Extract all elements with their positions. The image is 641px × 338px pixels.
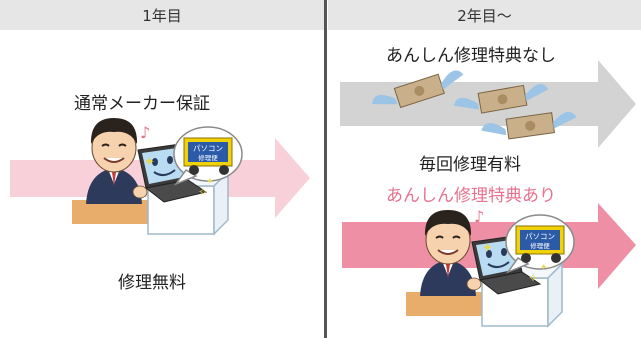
svg-text:✦: ✦ bbox=[482, 241, 493, 256]
svg-text:✦: ✦ bbox=[144, 155, 155, 170]
no-benefit-label: あんしん修理特典なし bbox=[386, 46, 556, 66]
delivery-truck-icon: パソコン 修理便 bbox=[505, 214, 575, 273]
music-note-icon: ♪ bbox=[140, 123, 150, 142]
header-year-1: 1年目 bbox=[0, 0, 324, 30]
svg-text:パソコン: パソコン bbox=[193, 144, 223, 153]
music-note-icon: ♪ bbox=[474, 207, 484, 226]
sparkle-icon: ✦ ✧ ✦ bbox=[482, 241, 548, 285]
header-year-1-text: 1年目 bbox=[142, 6, 182, 25]
svg-text:修理便: 修理便 bbox=[530, 241, 550, 250]
sparkle-icon: ✦ ✧ ✦ bbox=[144, 155, 214, 199]
with-benefit-label: あんしん修理特典あり bbox=[386, 186, 556, 206]
paid-repair-label: 毎回修理有料 bbox=[419, 155, 521, 175]
flying-money-icon bbox=[372, 70, 577, 140]
svg-text:✦: ✦ bbox=[206, 177, 214, 187]
svg-text:修理便: 修理便 bbox=[198, 153, 218, 162]
delivery-truck-icon: パソコン 修理便 bbox=[173, 126, 243, 185]
header-year-2-text: 2年目〜 bbox=[457, 6, 512, 25]
standard-warranty-label: 通常メーカー保証 bbox=[74, 94, 210, 114]
header-year-2: 2年目〜 bbox=[328, 0, 641, 30]
svg-text:✧: ✧ bbox=[198, 185, 208, 199]
svg-text:パソコン: パソコン bbox=[525, 232, 555, 241]
svg-text:✦: ✦ bbox=[540, 263, 548, 273]
column-divider bbox=[324, 0, 327, 338]
svg-text:✧: ✧ bbox=[528, 271, 538, 285]
free-repair-label: 修理無料 bbox=[118, 273, 186, 293]
